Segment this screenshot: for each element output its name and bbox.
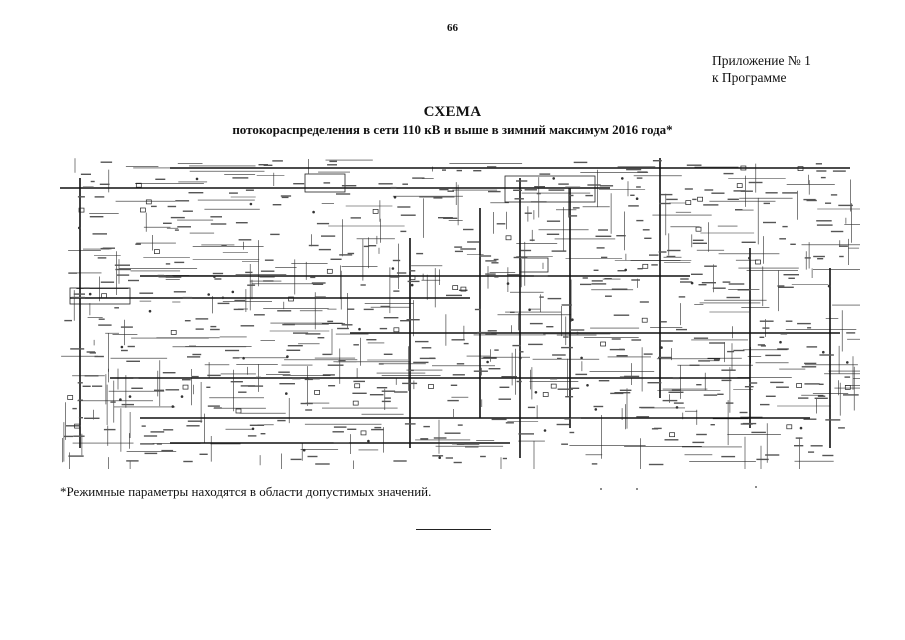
footnote: *Режимные параметры находятся в области … [60,484,432,499]
end-rule [416,529,491,530]
scan-speck [636,488,638,490]
schematic-nodes [63,160,859,466]
schematic-buses [60,158,850,458]
power-flow-schematic [60,158,860,469]
document-title: СХЕМА [423,104,482,120]
scan-speck [755,486,757,488]
appendix-reference: Приложение № 1 к Программе [712,52,811,86]
schematic-lines [61,158,860,469]
scan-speck [600,488,602,490]
page-number: 66 [447,22,458,34]
document-subtitle: потокораспределения в сети 110 кВ и выше… [232,122,673,137]
appendix-line-2: к Программе [712,70,787,85]
appendix-line-1: Приложение № 1 [712,53,811,68]
